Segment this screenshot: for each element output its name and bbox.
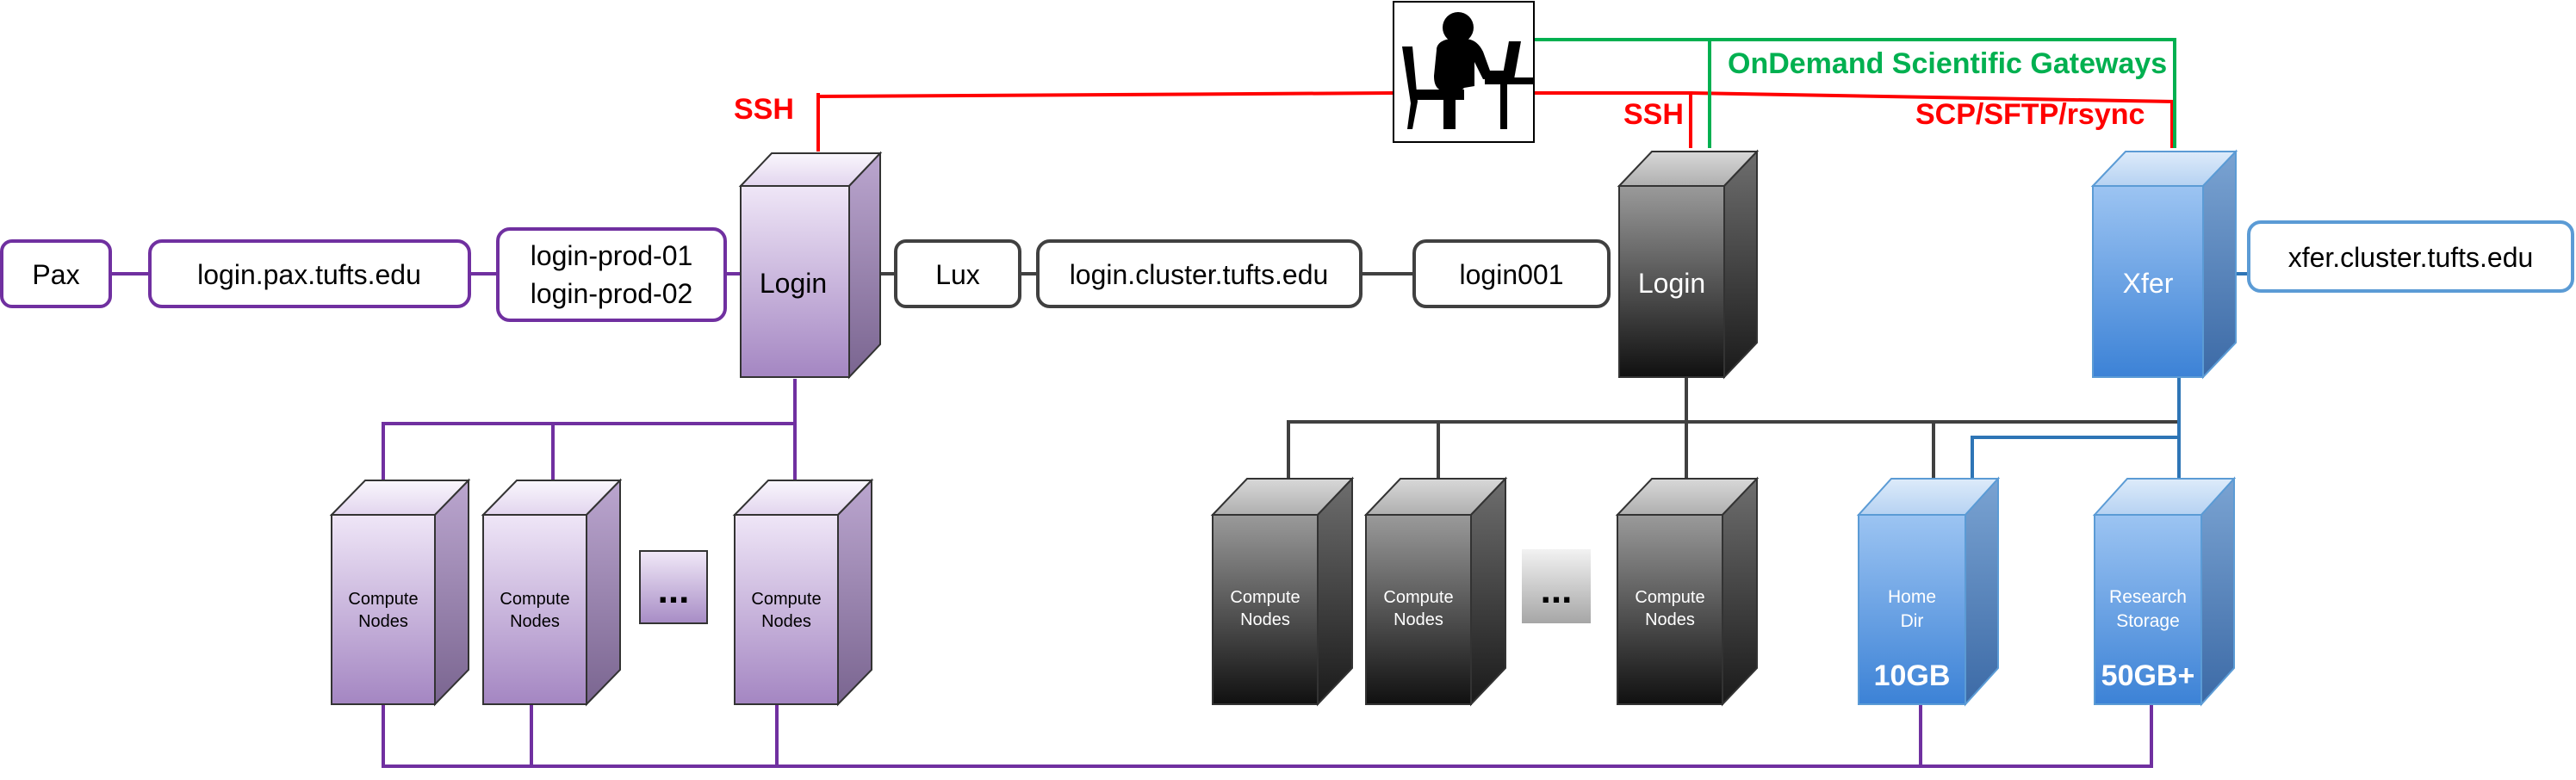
lux-compute-ellipsis: ... [1522, 549, 1591, 623]
user-at-computer-icon [1393, 1, 1535, 143]
svg-text:Compute: Compute [1383, 588, 1453, 607]
lux-login-node-box: login001 [1412, 239, 1611, 308]
pax-compute-node: Compute Nodes [329, 478, 471, 707]
xfer-host-box: xfer.cluster.tufts.edu [2247, 220, 2574, 293]
research-storage: Research Storage 50GB+ [2092, 476, 2237, 707]
lux-login-label: Login [1638, 268, 1705, 299]
svg-text:...: ... [1541, 569, 1573, 611]
svg-text:Compute: Compute [500, 590, 569, 609]
svg-text:Compute: Compute [751, 590, 821, 609]
home-dir-line1: Home [1888, 587, 1936, 607]
lux-compute-node: Compute Nodes [1615, 476, 1760, 707]
pax-compute-node: Compute Nodes [481, 478, 623, 707]
svg-text:Nodes: Nodes [1645, 610, 1695, 629]
svg-text:Compute: Compute [1635, 588, 1704, 607]
svg-text:Compute: Compute [1230, 588, 1300, 607]
svg-text:...: ... [658, 569, 690, 611]
svg-text:Nodes: Nodes [358, 612, 408, 631]
svg-text:Compute: Compute [348, 590, 418, 609]
xfer-label: Xfer [2123, 268, 2174, 299]
pax-name-box: Pax [0, 239, 112, 308]
pax-compute-node: Compute Nodes [732, 478, 874, 707]
pax-compute-bus [382, 379, 797, 484]
pax-hostname: login.pax.tufts.edu [197, 259, 421, 290]
lux-name: Lux [935, 259, 980, 290]
lux-compute-node: Compute Nodes [1363, 476, 1508, 707]
home-dir-line2: Dir [1901, 611, 1924, 631]
xfer-hostname: xfer.cluster.tufts.edu [2288, 242, 2534, 273]
home-dir-size: 10GB [1874, 659, 1951, 692]
xfer-storage-link [1971, 375, 2181, 484]
research-storage-line1: Research [2109, 587, 2187, 607]
svg-text:Nodes: Nodes [761, 612, 811, 631]
connection-lines [112, 38, 2249, 768]
ssh-label-right: SSH [1623, 98, 1684, 131]
ondemand-link [1534, 38, 2176, 148]
svg-text:Nodes: Nodes [510, 612, 560, 631]
lux-login-server: Login [1617, 149, 1760, 380]
lux-compute-node: Compute Nodes [1210, 476, 1355, 707]
pax-login-node-2: login-prod-02 [531, 278, 693, 309]
ondemand-label: OnDemand Scientific Gateways [1728, 47, 2167, 80]
scp-link-xfer [1690, 91, 2174, 148]
scp-label: SCP/SFTP/rsync [1915, 98, 2145, 131]
pax-login-nodes-box: login-prod-01 login-prod-02 [496, 227, 727, 322]
pax-name: Pax [32, 259, 79, 290]
pax-login-label: Login [760, 268, 827, 299]
lux-hostname: login.cluster.tufts.edu [1070, 259, 1329, 290]
ssh-label-left: SSH [734, 93, 794, 126]
research-storage-line2: Storage [2116, 611, 2180, 631]
svg-text:Nodes: Nodes [1240, 610, 1290, 629]
lux-login-node: login001 [1460, 259, 1564, 290]
home-dir-storage: Home Dir 10GB [1856, 476, 2001, 707]
research-storage-size: 50GB+ [2101, 659, 2195, 692]
lux-name-box: Lux [894, 239, 1021, 308]
ssh-link-pax [816, 91, 1394, 152]
lux-host-box: login.cluster.tufts.edu [1036, 239, 1362, 308]
lux-compute-bus [1287, 377, 1688, 484]
pax-storage-bus [382, 704, 2153, 768]
pax-compute-ellipsis: ... [639, 550, 708, 624]
pax-host-box: login.pax.tufts.edu [148, 239, 471, 308]
pax-login-node-1: login-prod-01 [531, 240, 693, 271]
xfer-server: Xfer [2090, 149, 2238, 380]
svg-text:Nodes: Nodes [1394, 610, 1443, 629]
pax-login-server: Login [738, 151, 883, 380]
